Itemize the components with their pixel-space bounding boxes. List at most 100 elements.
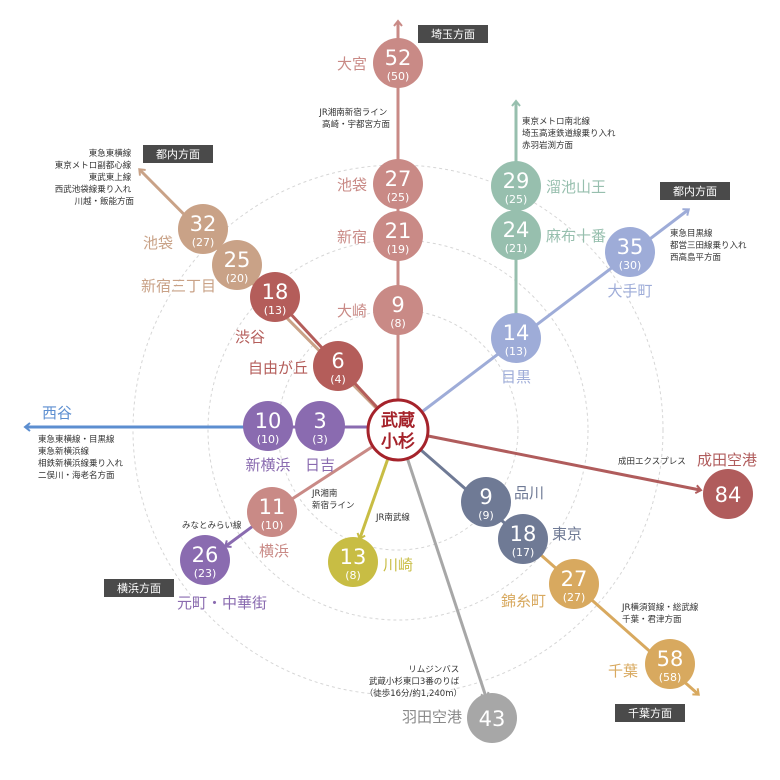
chiba-minutes: 58 xyxy=(657,647,684,671)
shinjuku-minutes: 21 xyxy=(385,219,412,243)
station-shinagawa: 9 (9) 品川 xyxy=(461,477,544,527)
osaki-name: 大崎 xyxy=(337,302,367,320)
route-notes: JR湘南新宿ライン 高崎・宇都宮方面 東京メトロ南北線 埼玉高速鉄道線乗り入れ … xyxy=(38,107,747,699)
motomachi-minutes: 26 xyxy=(192,543,219,567)
station-narita: 84 成田空港 xyxy=(697,451,757,519)
azabu-minutes: 24 xyxy=(503,218,530,242)
hub-label-line1: 武蔵 xyxy=(381,410,415,431)
shinagawa-name: 品川 xyxy=(514,484,544,502)
ikebukuro-west-minutes: 32 xyxy=(190,212,217,236)
station-shinjuku: 21 (19) 新宿 xyxy=(337,211,423,261)
station-osaki: 9 (8) 大崎 xyxy=(337,285,423,335)
note-narita-express: 成田エクスプレス xyxy=(618,456,686,467)
badge-saitama-label: 埼玉方面 xyxy=(431,27,475,41)
tameike-minutes: 29 xyxy=(503,169,530,193)
tokyo-minutes: 18 xyxy=(510,522,537,546)
jiyugaoka-minutes: 6 xyxy=(331,349,344,373)
shinyokohama-name: 新横浜 xyxy=(245,456,290,474)
otemachi-minutes: 35 xyxy=(617,235,644,259)
kawasaki-name: 川崎 xyxy=(383,556,413,574)
otemachi-name: 大手町 xyxy=(607,282,652,300)
kawasaki-sub: (8) xyxy=(345,569,361,582)
hiyoshi-name: 日吉 xyxy=(305,456,335,474)
west-destination-name: 西谷 xyxy=(42,404,72,422)
badge-tokyo-left: 都内方面 xyxy=(143,145,213,163)
sanchome-sub: (20) xyxy=(226,272,249,285)
tokyo-sub: (17) xyxy=(512,546,535,559)
station-shibuya: 18 (13) 渋谷 xyxy=(235,272,300,346)
motomachi-name: 元町・中華街 xyxy=(177,594,267,612)
jiyugaoka-name: 自由が丘 xyxy=(248,359,308,377)
station-shinyokohama: 10 (10) 新横浜 xyxy=(243,401,293,474)
haneda-name: 羽田空港 xyxy=(402,708,462,726)
line-limousine xyxy=(396,429,490,700)
osaki-sub: (8) xyxy=(390,317,406,330)
kinshicho-sub: (27) xyxy=(563,591,586,604)
ikebukuro-north-minutes: 27 xyxy=(385,167,412,191)
omiya-minutes: 52 xyxy=(385,46,412,70)
note-shonan-south: JR湘南 新宿ライン xyxy=(311,488,355,511)
shinagawa-sub: (9) xyxy=(478,509,494,522)
badge-yokohama-label: 横浜方面 xyxy=(117,581,161,595)
note-namboku: 東京メトロ南北線 埼玉高速鉄道線乗り入れ 赤羽岩渕方面 xyxy=(522,116,618,151)
station-haneda: 43 羽田空港 xyxy=(402,693,517,743)
azabu-name: 麻布十番 xyxy=(546,227,606,245)
note-nambu: JR南武線 xyxy=(375,512,410,523)
station-nodes: 52 (50) 大宮 27 (25) 池袋 21 (19) 新宿 9 (8) 大… xyxy=(42,38,757,743)
note-sobu: JR横須賀線・総武線 千葉・君津方面 xyxy=(621,602,701,625)
osaki-minutes: 9 xyxy=(391,293,404,317)
station-tokyo: 18 (17) 東京 xyxy=(498,514,582,564)
shinyokohama-sub: (10) xyxy=(257,433,280,446)
haneda-minutes: 43 xyxy=(479,707,506,731)
station-meguro: 14 (13) 目黒 xyxy=(491,313,541,386)
station-yokohama: 11 (10) 横浜 xyxy=(247,487,297,560)
yokohama-name: 横浜 xyxy=(259,542,289,560)
tameike-sub: (25) xyxy=(505,193,528,206)
jiyugaoka-sub: (4) xyxy=(330,373,346,386)
tameike-name: 溜池山王 xyxy=(546,178,606,196)
station-azabu: 24 (21) 麻布十番 xyxy=(491,210,606,260)
station-kinshicho: 27 (27) 錦糸町 xyxy=(501,559,599,610)
chiba-name: 千葉 xyxy=(608,662,638,680)
station-ikebukuro-north: 27 (25) 池袋 xyxy=(337,159,423,209)
badge-saitama: 埼玉方面 xyxy=(418,25,488,43)
sanchome-minutes: 25 xyxy=(224,248,251,272)
narita-name: 成田空港 xyxy=(697,451,757,469)
badge-chiba: 千葉方面 xyxy=(615,704,685,722)
station-chiba: 58 (58) 千葉 xyxy=(608,639,695,689)
otemachi-sub: (30) xyxy=(619,259,642,272)
meguro-sub: (13) xyxy=(505,345,528,358)
note-west: 東急東横線・目黒線 東急新横浜線 相鉄新横浜線乗り入れ 二俣川・海老名方面 xyxy=(38,434,126,481)
kinshicho-name: 錦糸町 xyxy=(501,592,546,610)
badge-tokyo-left-label: 都内方面 xyxy=(156,147,200,161)
hiyoshi-sub: (3) xyxy=(312,433,328,446)
direction-badges: 埼玉方面 都内方面 都内方面 横浜方面 千葉方面 xyxy=(104,25,730,722)
shibuya-minutes: 18 xyxy=(262,280,289,304)
yokohama-minutes: 11 xyxy=(259,495,286,519)
shibuya-name: 渋谷 xyxy=(235,328,265,346)
station-motomachi: 26 (23) 元町・中華街 xyxy=(177,535,267,612)
station-tameike: 29 (25) 溜池山王 xyxy=(491,161,606,211)
note-toyoko-north: 東急東横線 東京メトロ副都心線 東武東上線 西武池袋線乗り入れ 川越・飯能方面 xyxy=(55,148,135,207)
motomachi-sub: (23) xyxy=(194,567,217,580)
hub-musashikosugi: 武蔵 小杉 xyxy=(366,398,430,462)
ikebukuro-north-name: 池袋 xyxy=(337,176,367,194)
shinjuku-name: 新宿 xyxy=(337,228,367,246)
meguro-name: 目黒 xyxy=(501,368,531,386)
tokyo-name: 東京 xyxy=(552,525,582,543)
hub-label-line2: 小杉 xyxy=(381,431,415,452)
shinjuku-sub: (19) xyxy=(387,243,410,256)
note-minatomirai: みなとみらい線 xyxy=(182,520,242,531)
ikebukuro-west-sub: (27) xyxy=(192,236,215,249)
station-jiyugaoka: 6 (4) 自由が丘 xyxy=(248,341,363,391)
note-shonan: JR湘南新宿ライン 高崎・宇都宮方面 xyxy=(318,107,390,130)
station-ikebukuro-west: 32 (27) 池袋 xyxy=(143,204,228,254)
meguro-minutes: 14 xyxy=(503,321,530,345)
omiya-name: 大宮 xyxy=(337,55,367,73)
note-limousine: リムジンバス 武蔵小杉東口3番のりば （徒歩16分/約1,240m） xyxy=(365,665,462,699)
badge-chiba-label: 千葉方面 xyxy=(628,706,672,720)
kawasaki-minutes: 13 xyxy=(340,545,367,569)
station-omiya: 52 (50) 大宮 xyxy=(337,38,423,88)
shinagawa-minutes: 9 xyxy=(479,485,492,509)
